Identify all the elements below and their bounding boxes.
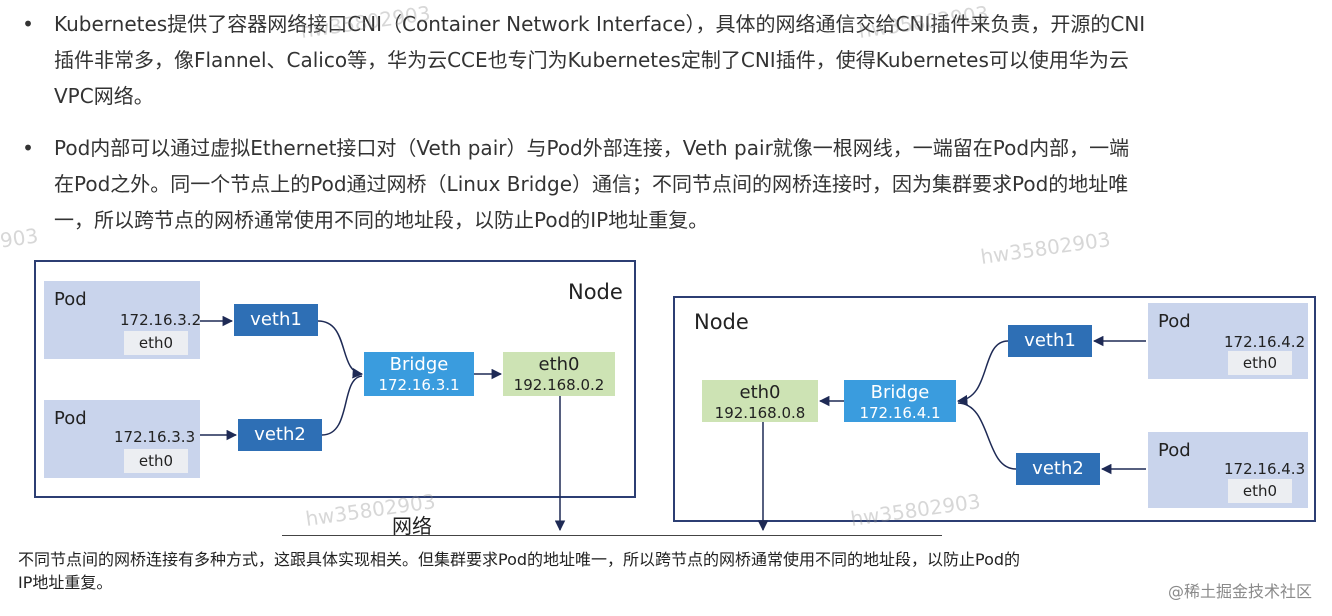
- eth0-name: eth0: [538, 354, 580, 375]
- veth-right-2: veth2: [1016, 453, 1100, 485]
- curve-veth1-bridge-left: [317, 320, 364, 379]
- bullet-line: VPC网络。: [54, 84, 154, 108]
- pod-title: Pod: [54, 408, 87, 429]
- bullet-item: • Pod内部可以通过虚拟Ethernet接口对（Veth pair）与Pod外…: [18, 130, 1318, 238]
- bullet-item: • Kubernetes提供了容器网络接口CNI（Container Netwo…: [18, 6, 1318, 114]
- node-left-label: Node: [568, 280, 623, 304]
- bridge-left: Bridge 172.16.3.1: [364, 352, 474, 396]
- eth0-right: eth0 192.168.0.8: [702, 380, 818, 422]
- network-line: [282, 535, 942, 536]
- eth0-ip: 192.168.0.2: [513, 376, 605, 394]
- bullet-dot: •: [22, 136, 34, 160]
- pod-title: Pod: [1158, 311, 1191, 332]
- pod-ip: 172.16.4.3: [1224, 460, 1306, 478]
- eth0-ip: 192.168.0.8: [714, 404, 806, 422]
- curve-veth1-bridge-right: [956, 340, 1009, 406]
- eth0-left: eth0 192.168.0.2: [503, 352, 615, 396]
- veth-left-2: veth2: [238, 419, 322, 451]
- pod-left-1: Pod 172.16.3.2 eth0: [44, 281, 202, 359]
- pod-left-2: Pod 172.16.3.3 eth0: [44, 400, 200, 478]
- bridge-name: Bridge: [870, 382, 930, 403]
- pod-right-1: Pod 172.16.4.2 eth0: [1148, 303, 1308, 379]
- pod-right-2: Pod 172.16.4.3 eth0: [1148, 432, 1308, 508]
- node-right-label: Node: [694, 310, 749, 334]
- bullet-line: Kubernetes提供了容器网络接口CNI（Container Network…: [54, 12, 1146, 36]
- bridge-ip: 172.16.4.1: [859, 404, 941, 422]
- veth-right-1: veth1: [1008, 325, 1092, 357]
- bridge-ip: 172.16.3.1: [378, 376, 460, 394]
- bullet-line: Pod内部可以通过虚拟Ethernet接口对（Veth pair）与Pod外部连…: [54, 136, 1130, 160]
- network-label: 网络: [392, 514, 432, 538]
- pod-ip: 172.16.4.2: [1224, 333, 1306, 351]
- pod-ip: 172.16.3.3: [114, 428, 196, 446]
- source-credit: @稀土掘金技术社区: [1167, 582, 1312, 601]
- bullet-line: 一，所以跨节点的网桥通常使用不同的地址段，以防止Pod的IP地址重复。: [54, 208, 709, 232]
- pod-eth: eth0: [1228, 351, 1292, 375]
- caption: 不同节点间的网桥连接有多种方式，这跟具体实现相关。但集群要求Pod的地址唯一，所…: [18, 548, 1318, 594]
- pod-eth: eth0: [1228, 479, 1292, 503]
- pod-eth: eth0: [124, 331, 188, 355]
- bullet-dot: •: [22, 12, 34, 36]
- eth0-name: eth0: [739, 382, 781, 403]
- curve-veth2-bridge-left: [321, 375, 363, 436]
- curve-veth2-bridge-right: [957, 402, 1017, 470]
- pod-title: Pod: [1158, 440, 1191, 461]
- caption-line: IP地址重复。: [18, 573, 113, 592]
- pod-title: Pod: [54, 289, 87, 310]
- pod-ip: 172.16.3.2: [120, 311, 202, 329]
- bridge-name: Bridge: [389, 354, 449, 375]
- bullet-line: 在Pod之外。同一个节点上的Pod通过网桥（Linux Bridge）通信；不同…: [54, 172, 1129, 196]
- caption-line: 不同节点间的网桥连接有多种方式，这跟具体实现相关。但集群要求Pod的地址唯一，所…: [18, 550, 1021, 569]
- veth-left-1: veth1: [234, 304, 318, 336]
- bullet-list: • Kubernetes提供了容器网络接口CNI（Container Netwo…: [18, 6, 1318, 238]
- pod-eth: eth0: [124, 449, 188, 473]
- bridge-right: Bridge 172.16.4.1: [844, 380, 956, 422]
- bullet-line: 插件非常多，像Flannel、Calico等，华为云CCE也专门为Kuberne…: [54, 48, 1129, 72]
